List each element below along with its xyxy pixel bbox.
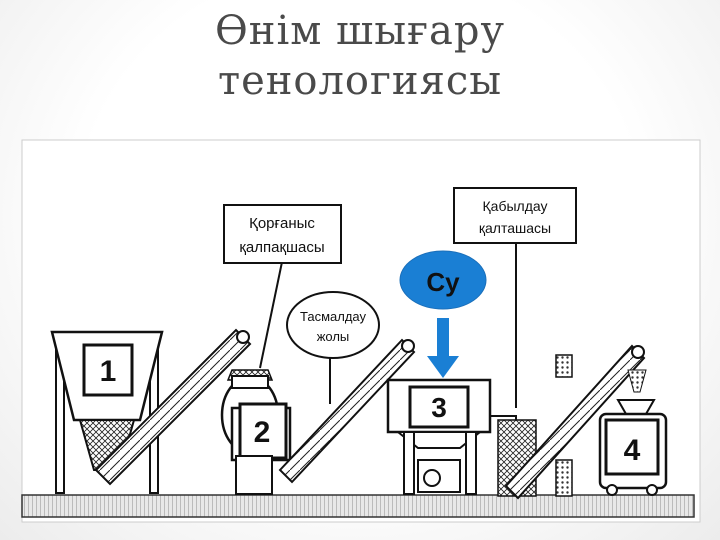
label-protective-cap-line2: қалпақшасы <box>239 239 324 256</box>
title-line-2: тенологиясы <box>217 58 503 104</box>
callout-conveyor-belt <box>286 291 380 404</box>
label-receiving-hopper-line2: қалташасы <box>479 220 551 236</box>
callout-protective-cap <box>223 204 342 369</box>
conveyor-1 <box>94 328 252 486</box>
callout-receiving-hopper <box>453 187 577 408</box>
station-2-mixer <box>220 369 292 495</box>
label-protective-cap-line1: Қорғаныс <box>249 215 315 232</box>
label-receiving-hopper-line1: Қабылдау <box>483 198 548 214</box>
water-input <box>399 250 487 378</box>
slide-title: Өнім шығару тенологиясы <box>0 6 720 106</box>
small-tower-top <box>555 354 573 378</box>
label-water: Су <box>426 267 460 297</box>
station-3-number: 3 <box>431 392 447 423</box>
station-2-number: 2 <box>254 416 271 449</box>
label-conveyor-belt-line2: жолы <box>317 329 350 344</box>
label-conveyor-belt-line1: Тасмалдау <box>300 309 367 324</box>
station-4-collector <box>598 399 668 496</box>
conveyor-2 <box>278 338 416 484</box>
station-1-hopper <box>50 330 164 494</box>
small-tower-bottom <box>555 459 573 497</box>
conveyor-3 <box>504 344 647 500</box>
station-1-number: 1 <box>100 355 117 388</box>
ground-rail <box>21 494 695 518</box>
title-line-1: Өнім шығару <box>214 8 506 54</box>
station-4-number: 4 <box>624 434 641 467</box>
